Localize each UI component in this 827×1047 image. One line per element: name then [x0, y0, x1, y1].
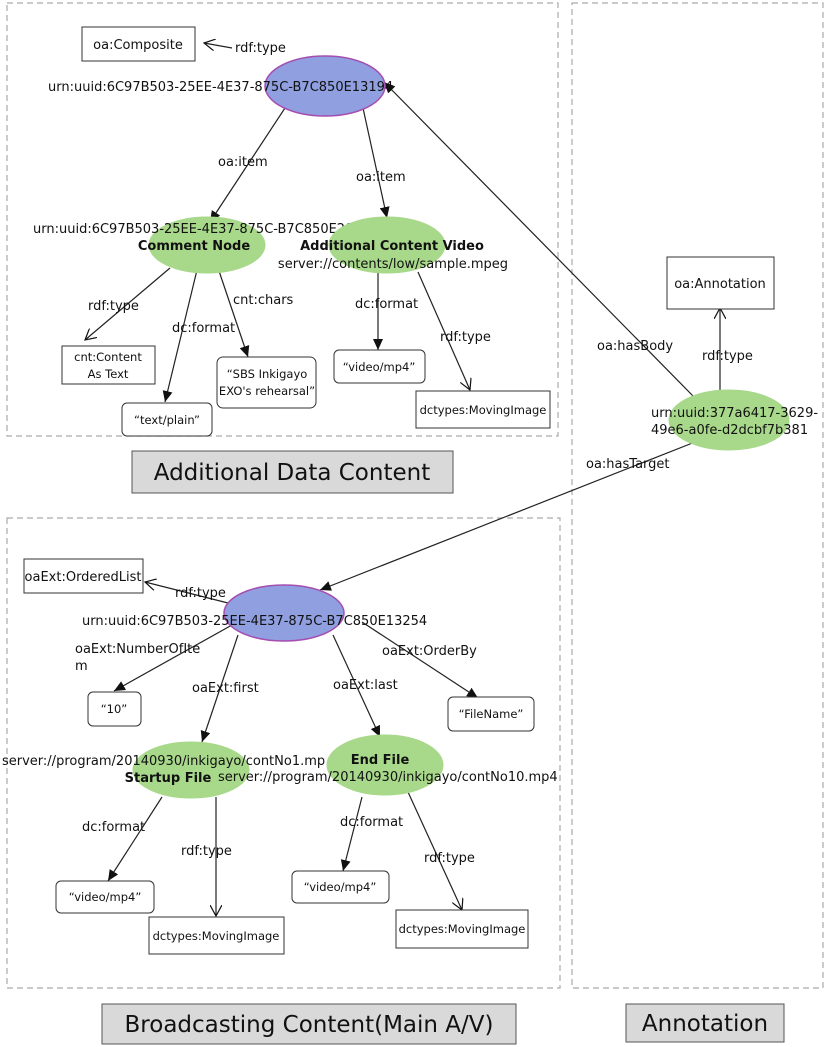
last-label: oaExt:last: [333, 678, 398, 693]
ordered-list-rdftype-label: rdf:type: [175, 586, 226, 601]
ten-label: “10”: [101, 702, 128, 716]
additional-data-caption: Additional Data Content: [154, 460, 430, 486]
composite-uuid-label: urn:uuid:6C97B503-25EE-4E37-875C-B7C850E…: [48, 80, 393, 95]
annotation-caption: Annotation: [642, 1011, 768, 1037]
comment-uuid-label: urn:uuid:6C97B503-25EE-4E37-875C-B7C850E…: [33, 222, 378, 237]
annotation-uuid-line2: 49e6-a0fe-d2dcbf7b381: [651, 423, 808, 438]
first-label: oaExt:first: [192, 681, 259, 696]
edge-item-comment: [209, 107, 286, 223]
startup-video-mp4-box: [55, 880, 155, 914]
top-movingimage-box: [415, 390, 551, 429]
video-node-label: Additional Content Video: [300, 239, 484, 254]
hastarget-label: oa:hasTarget: [586, 457, 670, 472]
composite-rdftype-label: rdf:type: [235, 41, 286, 56]
edge-composite-rdftype: [204, 43, 233, 48]
video-server-label: server://contents/low/sample.mpeg: [278, 257, 508, 272]
startup-movingimage-label: dctypes:MovingImage: [153, 929, 280, 943]
edge-comment-chars: [217, 267, 250, 358]
edge-hasbody: [383, 81, 696, 399]
chars-box: [216, 356, 317, 409]
edge-orderby: [361, 621, 479, 699]
edge-orderedlist-rdftype: [145, 582, 229, 604]
broadcast-caption: Broadcasting Content(Main A/V): [125, 1012, 494, 1038]
annotation-uuid-line1: urn:uuid:377a6417-3629-: [651, 406, 818, 421]
oa-item-right-label: oa:item: [356, 170, 406, 185]
top-movingimage-label: dctypes:MovingImage: [420, 403, 547, 417]
ordered-list-uuid-label: urn:uuid:6C97B503-25EE-4E37-875C-B7C850E…: [82, 614, 427, 629]
text-plain-label: “text/plain”: [134, 413, 200, 427]
orderby-label: oaExt:OrderBy: [382, 644, 477, 659]
edge-end-rdftype: [407, 791, 462, 910]
composite-label: oa:Composite: [93, 38, 183, 53]
startup-file-label: Startup File: [125, 771, 212, 786]
end-rdftype-label: rdf:type: [424, 851, 475, 866]
edge-video-rdftype: [417, 271, 470, 390]
edge-item-video: [362, 107, 390, 219]
end-video-mp4-label: “video/mp4”: [304, 880, 377, 894]
edge-end-dcformat: [340, 796, 363, 872]
oa-annotation-label: oa:Annotation: [674, 277, 766, 292]
oa-item-left-label: oa:item: [218, 155, 268, 170]
comment-node: [148, 216, 266, 274]
startup-rdftype-label: rdf:type: [181, 844, 232, 859]
end-video-mp4-box: [291, 870, 390, 904]
edge-hastarget: [319, 441, 696, 591]
end-server-label: server://program/20140930/inkigayo/contN…: [218, 770, 558, 785]
video-node: [328, 216, 446, 274]
annotation-frame: [571, 2, 824, 989]
edge-numberofitem: [113, 624, 233, 692]
end-dcformat-label: dc:format: [340, 815, 403, 830]
number-of-item-line1: oaExt:NumberOfIte: [75, 642, 200, 657]
edge-comment-dcformat: [162, 269, 198, 403]
startup-video-mp4-label: “video/mp4”: [69, 890, 142, 904]
ordered-list-uuid-node: [223, 584, 345, 642]
edge-first: [200, 634, 239, 743]
comment-node-label: Comment Node: [138, 239, 250, 254]
additional-data-frame: [6, 2, 559, 437]
end-file-label: End File: [351, 753, 410, 768]
annotation-rdftype-label: rdf:type: [702, 349, 753, 364]
cnt-content-line2: As Text: [88, 367, 129, 381]
top-video-mp4-box: [333, 349, 426, 384]
ten-box: [87, 691, 142, 727]
comment-dcformat-label: dc:format: [172, 321, 235, 336]
chars-line1: “SBS Inkigayo: [227, 367, 308, 381]
chars-line2: EXO's rehearsal”: [219, 384, 315, 398]
video-dcformat-label: dc:format: [355, 297, 418, 312]
comment-chars-label: cnt:chars: [233, 293, 294, 308]
filename-label: “FileName”: [459, 707, 524, 721]
composite-box: [81, 26, 196, 62]
additional-data-caption-box: [131, 450, 454, 494]
filename-box: [447, 696, 535, 732]
end-movingimage-box: [395, 909, 529, 949]
ordered-list-label: oaExt:OrderedList: [25, 570, 142, 585]
annotation-caption-box: [625, 1003, 785, 1043]
top-video-mp4-label: “video/mp4”: [343, 360, 416, 374]
hasbody-label: oa:hasBody: [597, 339, 673, 354]
broadcast-content-frame: [6, 517, 561, 989]
edge-last: [332, 634, 381, 738]
comment-rdftype-label: rdf:type: [88, 299, 139, 314]
cnt-content-line1: cnt:Content: [74, 350, 142, 364]
broadcast-caption-box: [101, 1003, 517, 1045]
cnt-content-box: [61, 345, 156, 385]
composite-uuid-node: [264, 55, 386, 117]
edge-startup-dcformat: [107, 796, 163, 882]
end-movingimage-label: dctypes:MovingImage: [399, 922, 526, 936]
startup-server-label: server://program/20140930/inkigayo/contN…: [2, 754, 325, 769]
startup-dcformat-label: dc:format: [82, 820, 145, 835]
annotation-uuid-node: [668, 389, 790, 451]
ordered-list-box: [23, 558, 144, 594]
startup-movingimage-box: [148, 916, 285, 955]
number-of-item-line2: m: [75, 659, 88, 674]
oa-annotation-box: [666, 256, 775, 310]
text-plain-box: [121, 402, 213, 437]
edge-comment-rdftype: [85, 267, 171, 340]
startup-file-node: [132, 741, 250, 799]
video-rdftype-label: rdf:type: [440, 330, 491, 345]
end-file-node: [326, 734, 444, 796]
